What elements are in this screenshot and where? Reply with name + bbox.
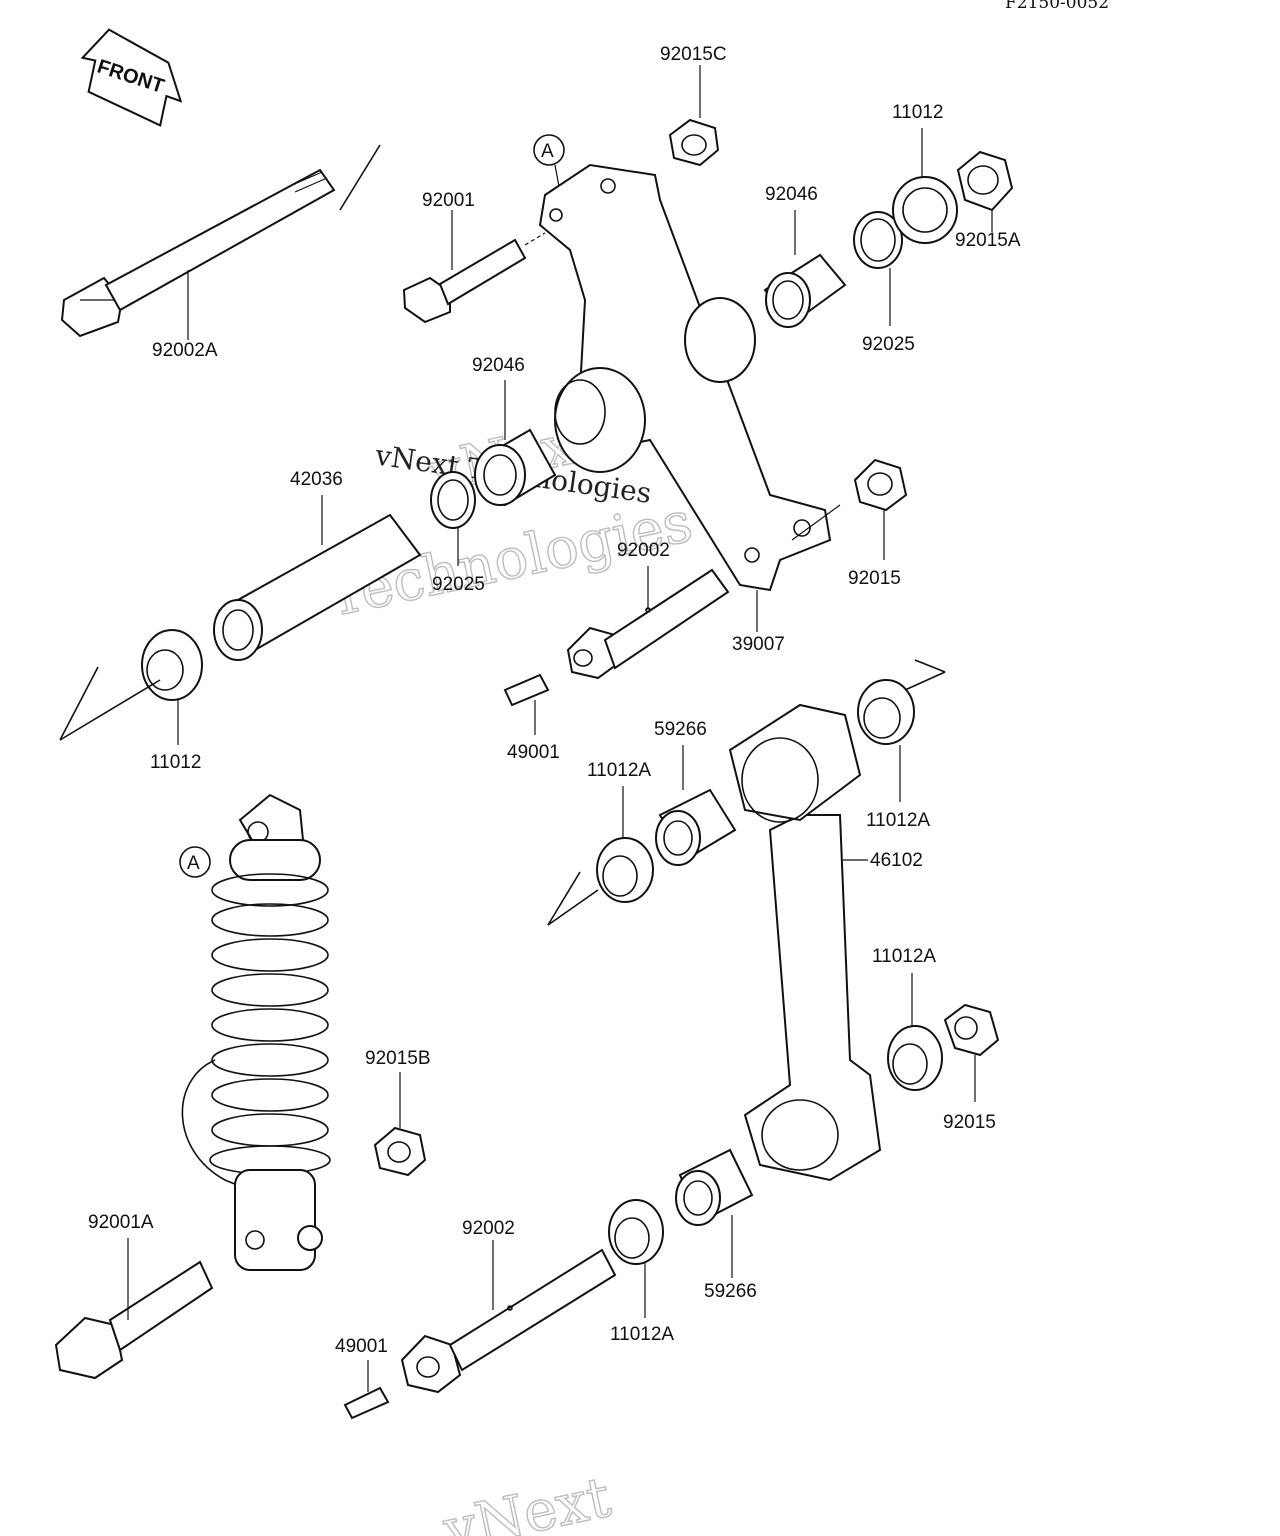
callout-11012-left: 11012 xyxy=(150,752,201,773)
callout-46102: 46102 xyxy=(870,850,923,871)
needle-bearing-92046-top xyxy=(763,210,847,328)
bolt-92002a xyxy=(60,144,381,340)
callout-92015b: 92015B xyxy=(365,1048,431,1069)
callout-92025-top: 92025 xyxy=(862,334,915,355)
callout-92002a: 92002A xyxy=(152,340,218,361)
svg-text:A: A xyxy=(541,141,554,162)
callout-39007: 39007 xyxy=(732,634,785,655)
collar-11012-left xyxy=(59,629,203,745)
tie-rod-46102 xyxy=(728,703,882,1182)
linkage-bracket-39007 xyxy=(538,163,832,632)
bolt-92002-mid xyxy=(566,566,730,680)
seal-92025-top xyxy=(853,211,903,326)
callout-11012-top: 11012 xyxy=(892,102,943,123)
collar-59266-top xyxy=(655,745,737,866)
callout-49001-mid: 49001 xyxy=(507,742,560,763)
front-arrow-icon: FRONT xyxy=(80,28,183,127)
callout-59266-low: 59266 xyxy=(704,1281,757,1302)
collar-11012-top xyxy=(892,128,958,244)
bolt-92002-low xyxy=(400,1240,617,1394)
figure-code: F2150-0052 xyxy=(1005,0,1109,13)
bolt-92001a xyxy=(54,1238,214,1380)
nut-92015a xyxy=(956,150,1014,232)
callout-92015-low: 92015 xyxy=(943,1112,996,1133)
callout-92002-mid: 92002 xyxy=(617,540,670,561)
reference-marker-a-shock: A xyxy=(179,846,211,878)
collar-11012a-low xyxy=(608,1199,664,1318)
nut-92015c xyxy=(668,65,720,167)
callout-92001a: 92001A xyxy=(88,1212,154,1233)
collar-11012a-right-top xyxy=(857,659,946,802)
callout-92046-top: 92046 xyxy=(765,184,818,205)
callout-92015-mid: 92015 xyxy=(848,568,901,589)
callout-92002-low: 92002 xyxy=(462,1218,515,1239)
nut-92015b xyxy=(373,1072,427,1177)
collar-11012a-right-low xyxy=(887,973,943,1091)
callout-59266-top: 59266 xyxy=(654,719,707,740)
callout-11012a-a: 11012A xyxy=(587,760,651,781)
nut-92015-low xyxy=(943,1003,1000,1102)
callout-49001-low: 49001 xyxy=(335,1336,388,1357)
callout-11012a-d: 11012A xyxy=(610,1324,674,1345)
sleeve-42036 xyxy=(213,495,422,661)
callout-92046-mid: 92046 xyxy=(472,355,525,376)
callout-42036: 42036 xyxy=(290,469,343,490)
callout-92025-mid: 92025 xyxy=(432,574,485,595)
callout-92015c: 92015C xyxy=(660,44,727,65)
svg-text:vNext: vNext xyxy=(437,1465,616,1536)
callout-11012a-c: 11012A xyxy=(872,946,936,967)
nut-92015-mid xyxy=(791,458,908,560)
needle-bearing-92046-mid xyxy=(474,380,557,507)
callout-11012a-b: 11012A xyxy=(866,810,930,831)
reference-marker-a-top: A xyxy=(533,134,565,193)
rear-shock-absorber xyxy=(181,793,331,1271)
callout-92015a: 92015A xyxy=(955,230,1021,251)
svg-text:A: A xyxy=(187,853,200,874)
collar-11012a-left-top xyxy=(547,786,654,926)
bolt-92001 xyxy=(402,210,546,324)
grease-fitting-49001-mid xyxy=(503,673,550,735)
seal-92025-mid xyxy=(430,471,476,566)
collar-59266-low xyxy=(675,1148,754,1278)
callout-92001: 92001 xyxy=(422,190,475,211)
callout-labels: 92015C 11012 92001 92046 92015A 92002A 9… xyxy=(88,44,1021,1357)
grease-fitting-49001-low xyxy=(343,1360,390,1420)
